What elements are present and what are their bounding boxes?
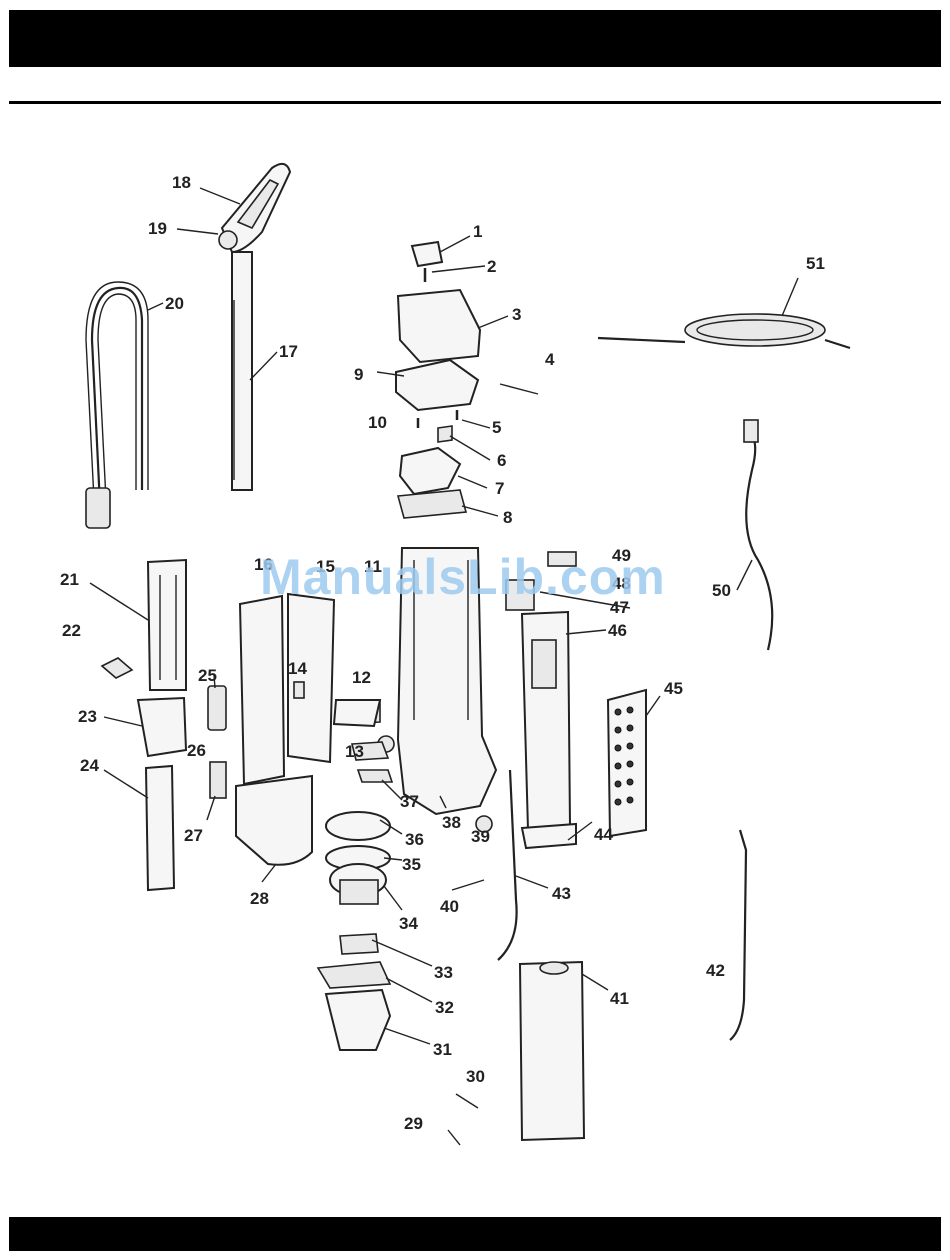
label-5: 5 bbox=[492, 418, 501, 437]
label-32: 32 bbox=[435, 998, 454, 1017]
label-45: 45 bbox=[664, 679, 683, 698]
label-39: 39 bbox=[471, 827, 490, 846]
part-left-column bbox=[102, 560, 226, 890]
label-44: 44 bbox=[594, 825, 613, 844]
label-25: 25 bbox=[198, 666, 217, 685]
label-24: 24 bbox=[80, 756, 99, 775]
part-hose bbox=[86, 282, 148, 528]
label-3: 3 bbox=[512, 305, 521, 324]
part-handle-grip bbox=[219, 164, 290, 490]
label-50: 50 bbox=[712, 581, 731, 600]
part-internal-cord bbox=[744, 420, 772, 650]
label-51: 51 bbox=[806, 254, 825, 273]
label-6: 6 bbox=[497, 451, 506, 470]
label-30: 30 bbox=[466, 1067, 485, 1086]
label-10: 10 bbox=[368, 413, 387, 432]
label-35: 35 bbox=[402, 855, 421, 874]
label-18: 18 bbox=[172, 173, 191, 192]
label-27: 27 bbox=[184, 826, 203, 845]
label-12: 12 bbox=[352, 668, 371, 687]
label-40: 40 bbox=[440, 897, 459, 916]
watermark-text: ManualsLib.com bbox=[260, 548, 666, 606]
label-43: 43 bbox=[552, 884, 571, 903]
label-42: 42 bbox=[706, 961, 725, 980]
label-38: 38 bbox=[442, 813, 461, 832]
label-34: 34 bbox=[399, 914, 418, 933]
label-33: 33 bbox=[434, 963, 453, 982]
label-36: 36 bbox=[405, 830, 424, 849]
label-20: 20 bbox=[165, 294, 184, 313]
part-top-assembly bbox=[396, 242, 538, 518]
label-2: 2 bbox=[487, 257, 496, 276]
label-29: 29 bbox=[404, 1114, 423, 1133]
label-8: 8 bbox=[503, 508, 512, 527]
label-46: 46 bbox=[608, 621, 627, 640]
label-1: 1 bbox=[473, 222, 482, 241]
label-31: 31 bbox=[433, 1040, 452, 1059]
label-37: 37 bbox=[400, 792, 419, 811]
label-41: 41 bbox=[610, 989, 629, 1008]
label-22: 22 bbox=[62, 621, 81, 640]
part-power-cord-coil bbox=[598, 314, 850, 348]
label-23: 23 bbox=[78, 707, 97, 726]
label-7: 7 bbox=[495, 479, 504, 498]
label-9: 9 bbox=[354, 365, 363, 384]
label-28: 28 bbox=[250, 889, 269, 908]
label-21: 21 bbox=[60, 570, 79, 589]
label-4: 4 bbox=[545, 350, 555, 369]
label-14: 14 bbox=[288, 659, 307, 678]
label-13: 13 bbox=[345, 742, 364, 761]
label-19: 19 bbox=[148, 219, 167, 238]
label-17: 17 bbox=[279, 342, 298, 361]
label-26: 26 bbox=[187, 741, 206, 760]
